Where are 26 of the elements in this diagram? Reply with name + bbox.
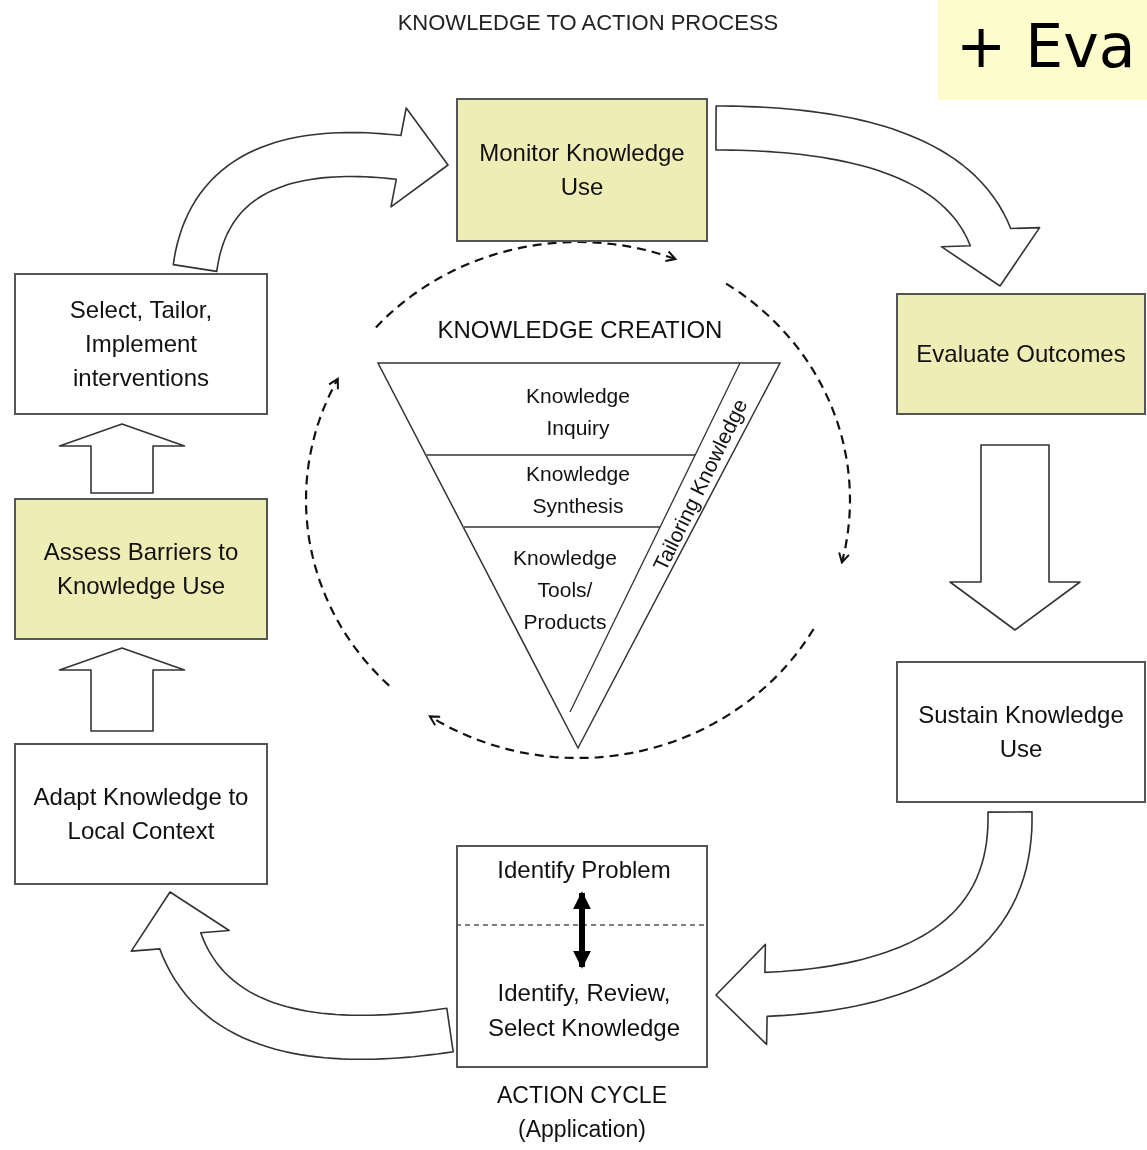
process-box	[14, 498, 268, 640]
block-arrow	[58, 423, 186, 494]
box-text: Adapt Knowledge to Local Context	[32, 782, 250, 846]
step-text: Identify, Review, Select Knowledge	[474, 975, 694, 1045]
layer-label: Knowledge Tools/ Products	[510, 542, 620, 638]
box-text: Assess Barriers to Knowledge Use	[42, 537, 240, 601]
node-label: ACTION CYCLE (Application)	[496, 1081, 668, 1144]
process-box	[14, 273, 268, 415]
box-text: Select, Tailor, Implement interventions	[68, 295, 214, 393]
process-box	[896, 661, 1146, 803]
overlay-text: + Eva	[938, 0, 1147, 100]
box-text: Sustain Knowledge Use	[917, 700, 1125, 764]
step-text: Identify Problem	[458, 853, 710, 889]
process-box	[896, 293, 1146, 415]
block-arrow	[58, 647, 186, 732]
box-text: Monitor Knowledge Use	[478, 138, 686, 202]
block-arrow	[715, 811, 1033, 1046]
layer-label: Knowledge Synthesis	[498, 458, 658, 522]
double-arrow	[573, 891, 591, 969]
layer-label: Knowledge Inquiry	[498, 380, 658, 444]
diagram-title: KNOWLEDGE TO ACTION PROCESS	[396, 10, 780, 36]
process-box	[14, 743, 268, 885]
box-text: Evaluate Outcomes	[915, 339, 1127, 369]
section-heading: KNOWLEDGE CREATION	[436, 315, 724, 345]
process-box	[456, 98, 708, 242]
block-arrow	[949, 444, 1081, 631]
